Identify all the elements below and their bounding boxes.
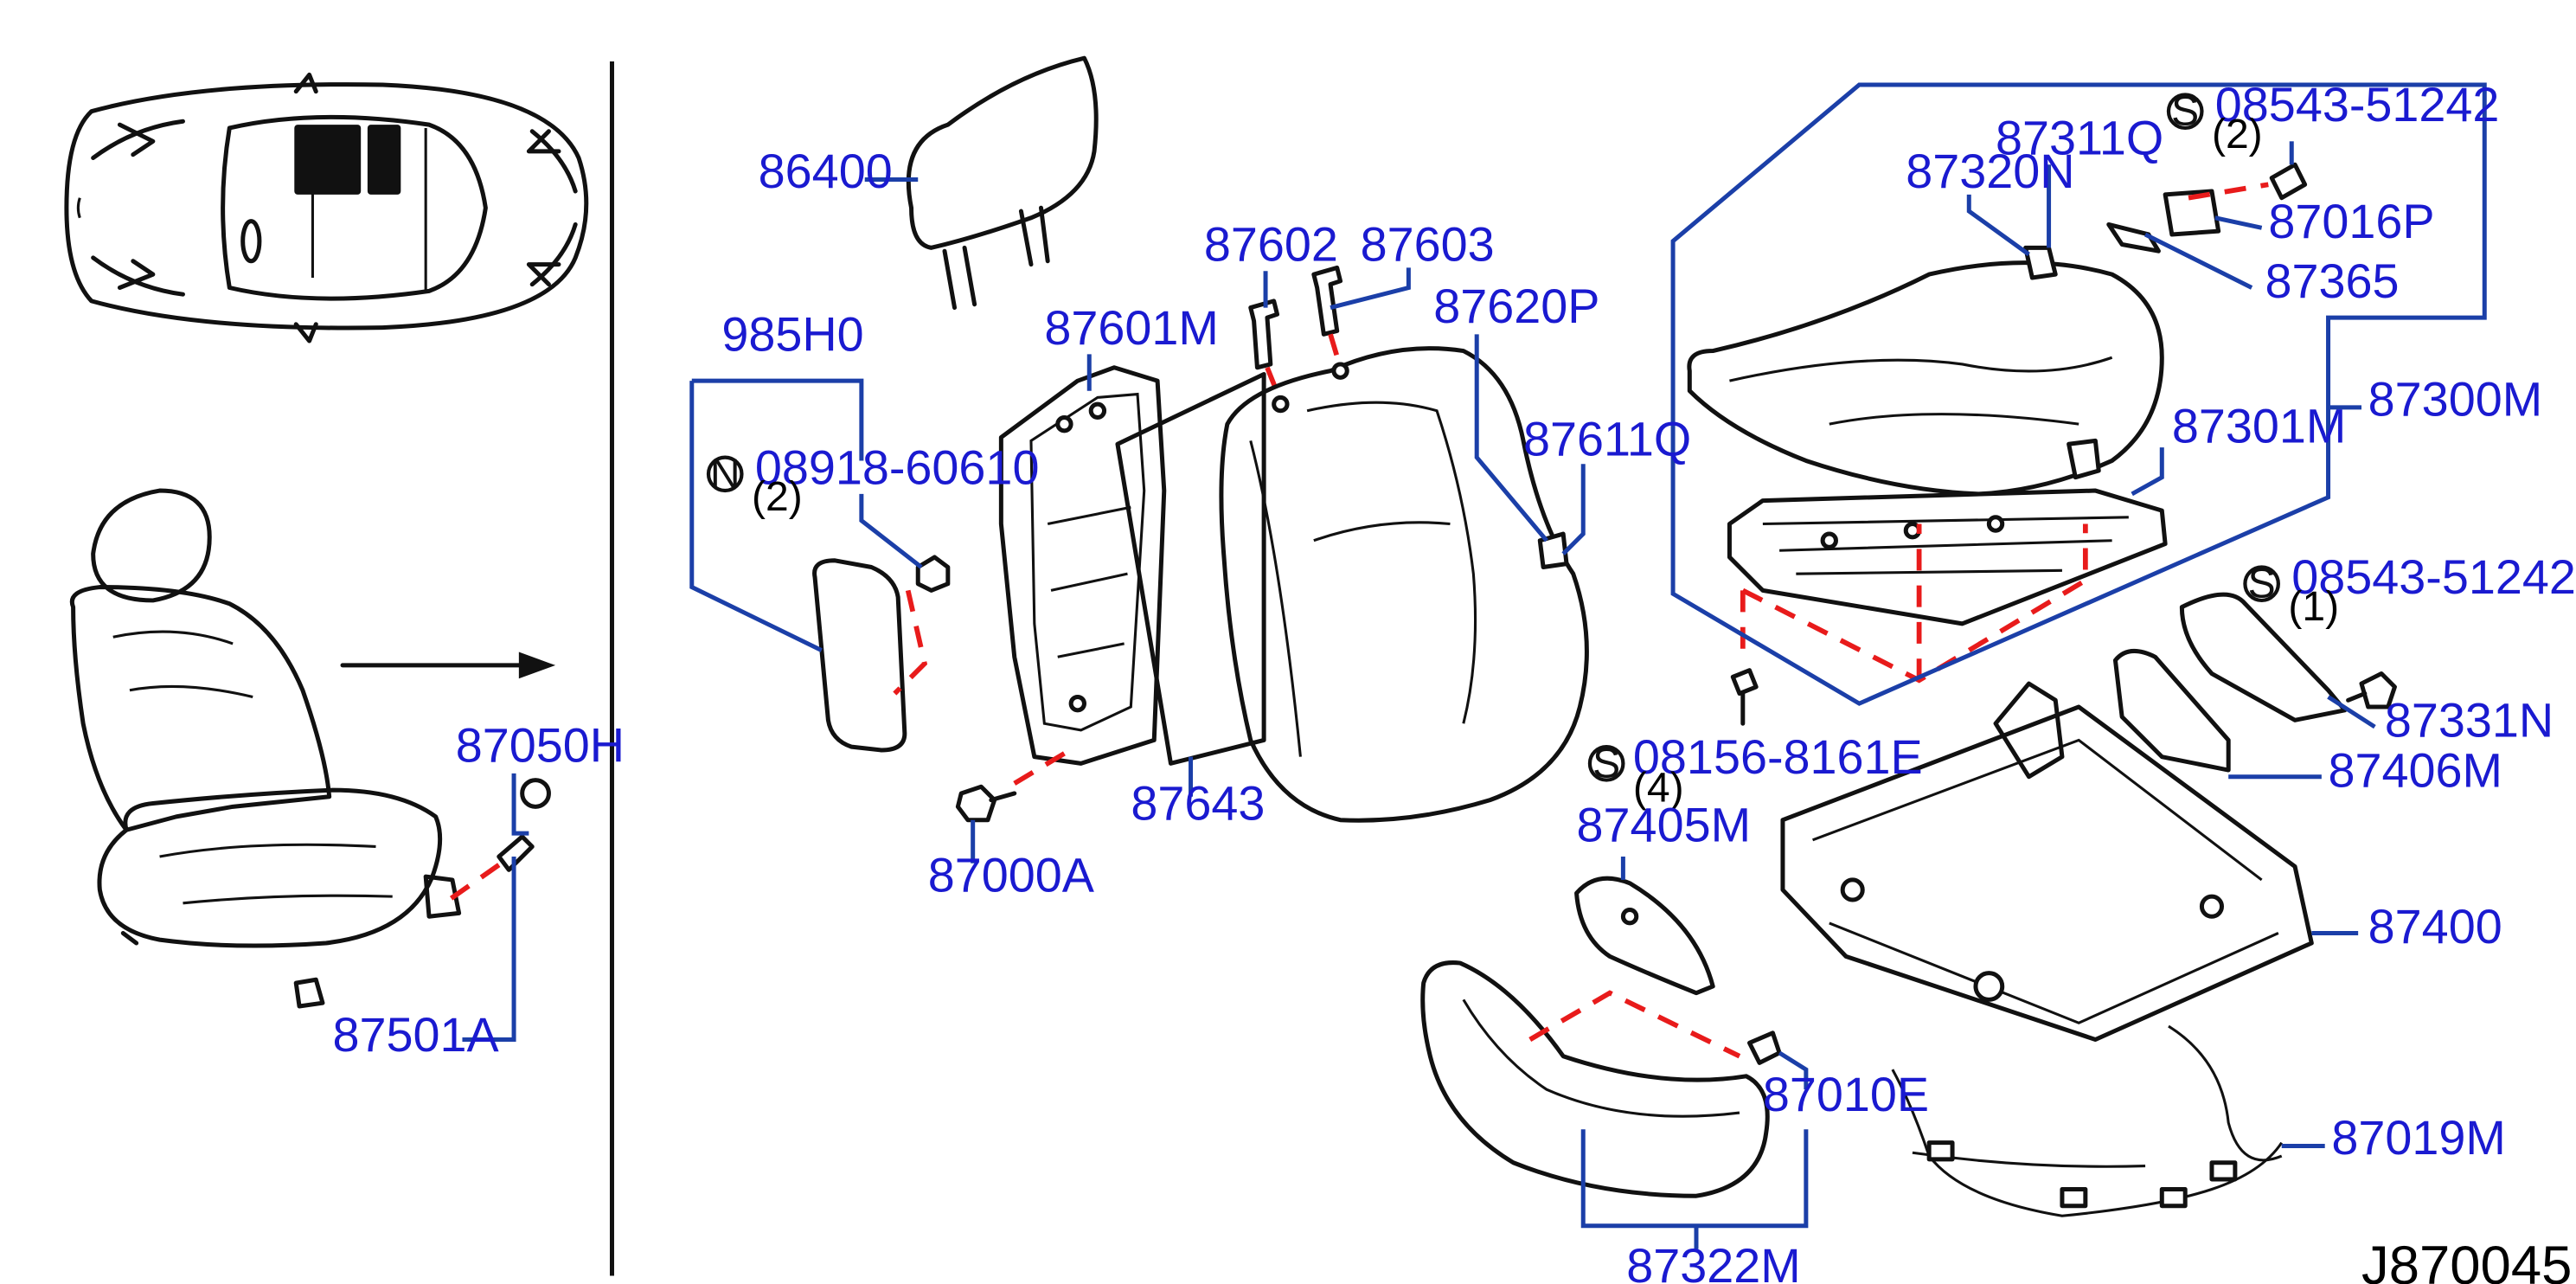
side-covers-illustration <box>2112 592 2397 773</box>
quantity-label: (1) <box>2288 583 2339 630</box>
part-label-87320N: 87320N <box>1906 144 2074 198</box>
part-label-87400: 87400 <box>2368 900 2502 953</box>
part-label-87000A: 87000A <box>928 848 1095 902</box>
part-label-87602: 87602 <box>1204 218 1338 272</box>
part-label-87620P: 87620P <box>1433 279 1599 333</box>
badge-letter-s: S <box>2171 88 2199 135</box>
part-label-08918-60610: 08918-60610 <box>755 440 1040 494</box>
wire-harness-illustration <box>1891 1024 2283 1217</box>
car-topview-illustration <box>64 72 589 343</box>
badge-circle <box>706 455 744 493</box>
bracket-illustration <box>2106 162 2308 254</box>
headrest-illustration <box>906 55 1099 311</box>
part-label-87016P: 87016P <box>2268 195 2434 248</box>
badge-circle <box>2243 565 2280 603</box>
badge-letter-n: N <box>710 451 740 498</box>
part-label-87322M: 87322M <box>1626 1239 1800 1284</box>
seat-cushion-pad-illustration <box>1420 960 1782 1198</box>
seatback-cushion-illustration <box>1219 346 1589 823</box>
part-label-87019M: 87019M <box>2331 1111 2505 1165</box>
part-label-87300M: 87300M <box>2368 373 2542 427</box>
badge-circle <box>1587 745 1625 782</box>
seat-cushion-illustration <box>1687 245 2164 497</box>
badge-circle <box>2166 93 2204 131</box>
seat-adjuster-illustration <box>1780 681 2314 1042</box>
part-label-985H0: 985H0 <box>721 308 863 362</box>
leader-lines <box>462 82 2487 1249</box>
full-seat-illustration <box>69 488 556 1009</box>
part-label-86400: 86400 <box>759 144 893 198</box>
bolt-illustration <box>1730 523 2088 726</box>
part-label-87010E: 87010E <box>1763 1068 1929 1121</box>
part-label-87603: 87603 <box>1361 218 1495 272</box>
seatback-frame-illustration <box>955 365 1266 823</box>
part-label-08543-51242: 08543-51242 <box>2215 78 2500 132</box>
part-label-87406M: 87406M <box>2329 743 2502 797</box>
quantity-label: (4) <box>1633 765 1684 812</box>
part-label-87501A: 87501A <box>333 1008 500 1062</box>
badge-letter-s: S <box>2248 561 2276 607</box>
part-label-87405M: 87405M <box>1577 799 1751 852</box>
part-label-87301M: 87301M <box>2172 399 2346 453</box>
part-label-87601M: 87601M <box>1044 301 1218 355</box>
side-shield-illustration <box>1574 876 1715 996</box>
part-label-08156-8161E: 08156-8161E <box>1633 730 1923 784</box>
badges: N S S S <box>706 88 2280 786</box>
badge-letter-b: S <box>1592 740 1620 786</box>
quantity-label: (2) <box>2212 111 2263 157</box>
part-label-87611Q: 87611Q <box>1523 413 1691 466</box>
part-label-08543-51242: 08543-51242 <box>2291 550 2576 604</box>
part-label-87643: 87643 <box>1131 777 1265 831</box>
diagram-code: J870045R <box>2361 1236 2576 1284</box>
part-label-87050H: 87050H <box>456 718 625 772</box>
quantity-label: (2) <box>752 473 803 520</box>
part-labels: 86400 985H0 08918-60610 (2) 87601M 87602… <box>333 78 2576 1284</box>
part-label-87331N: 87331N <box>2385 694 2554 748</box>
part-label-87365: 87365 <box>2265 254 2399 308</box>
armrest-pad-illustration <box>812 555 951 753</box>
part-label-87311Q: 87311Q <box>1996 112 2163 165</box>
